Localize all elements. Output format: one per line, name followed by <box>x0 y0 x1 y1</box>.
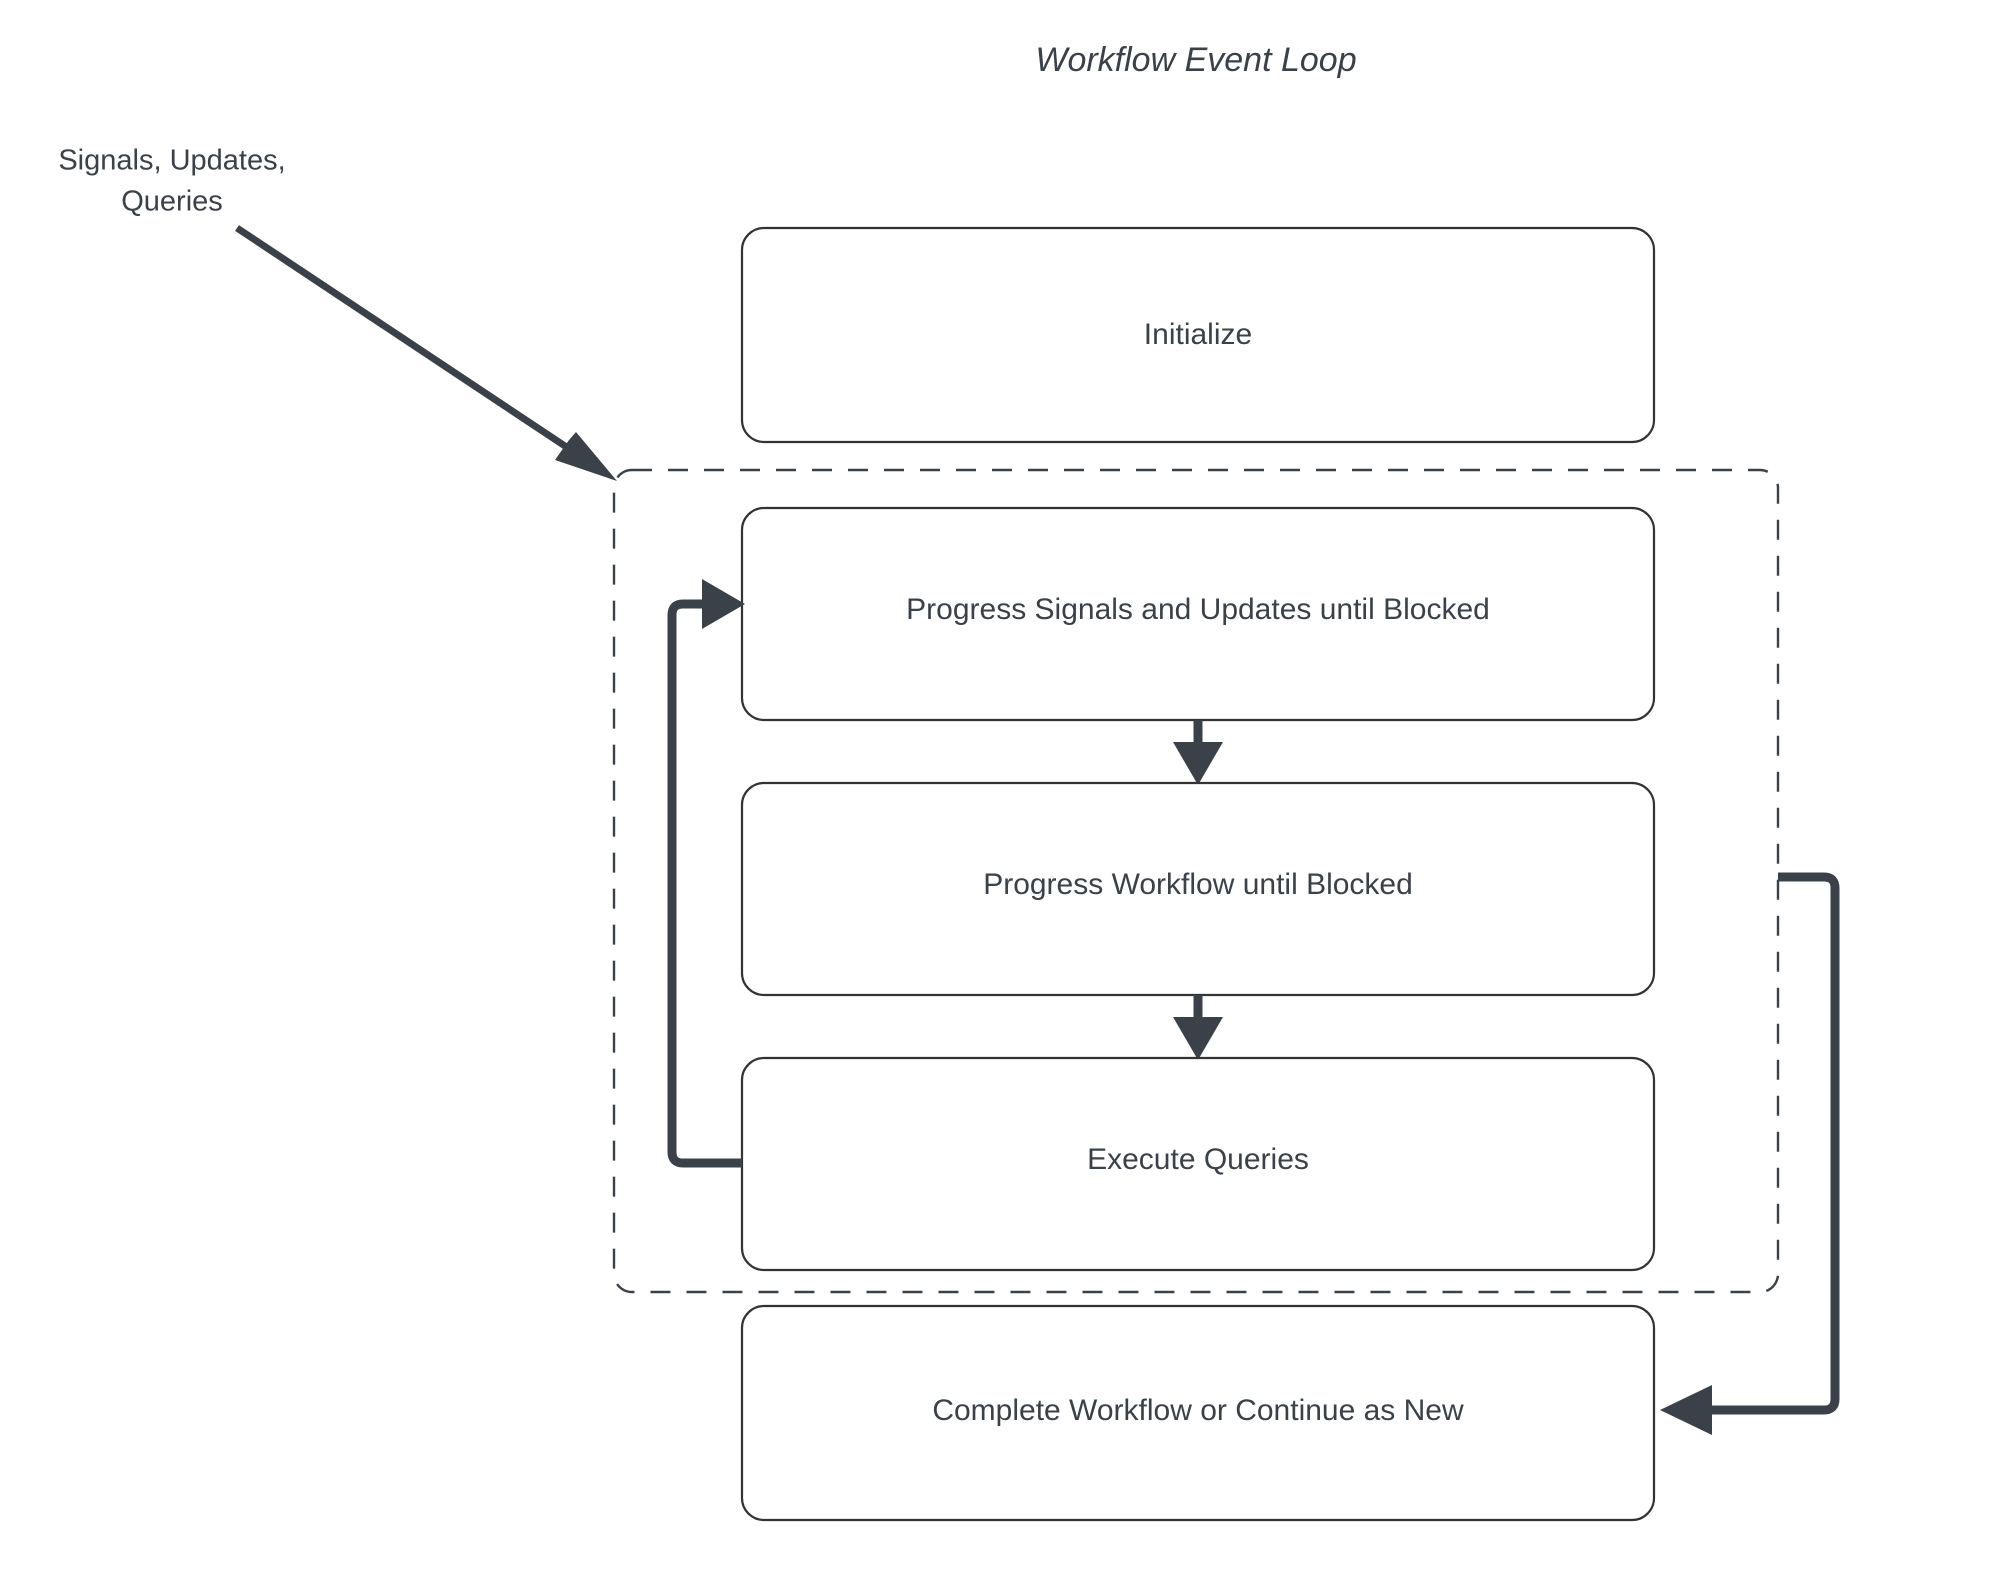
page-title: Workflow Event Loop <box>1035 41 1356 79</box>
edge-execute-queries-to-progress-signals <box>667 579 745 1168</box>
arrow-head-external-input <box>555 432 617 481</box>
node-execute-queries-label: Execute Queries <box>1087 1143 1309 1176</box>
node-progress-signals-label: Progress Signals and Updates until Block… <box>906 593 1490 626</box>
node-initialize[interactable]: Initialize <box>740 226 1656 444</box>
edge-group-to-complete-workflow <box>1660 872 1840 1435</box>
node-complete-workflow[interactable]: Complete Workflow or Continue as New <box>740 1304 1656 1522</box>
arrow-head-to-complete-workflow <box>1660 1385 1712 1435</box>
node-complete-workflow-box[interactable] <box>740 1304 1656 1522</box>
edge-progress-workflow-to-execute-queries <box>1173 995 1223 1060</box>
arrow-head-to-progress-workflow <box>1173 742 1223 785</box>
edge-external-input-to-group <box>235 225 617 481</box>
arrow-head-loop-back <box>702 579 745 629</box>
node-progress-workflow[interactable]: Progress Workflow until Blocked <box>740 781 1656 997</box>
node-complete-workflow-label: Complete Workflow or Continue as New <box>932 1394 1464 1427</box>
node-execute-queries[interactable]: Execute Queries <box>740 1056 1656 1272</box>
node-initialize-label: Initialize <box>1144 318 1252 351</box>
node-progress-workflow-label: Progress Workflow until Blocked <box>983 868 1413 901</box>
edge-progress-signals-to-progress-workflow <box>1173 720 1223 785</box>
external-input-label-line2: Queries <box>121 186 223 218</box>
arrow-head-to-execute-queries <box>1173 1017 1223 1060</box>
node-initialize-box[interactable] <box>740 226 1656 444</box>
external-input-label-line1: Signals, Updates, <box>58 145 285 177</box>
node-progress-signals[interactable]: Progress Signals and Updates until Block… <box>740 506 1656 722</box>
